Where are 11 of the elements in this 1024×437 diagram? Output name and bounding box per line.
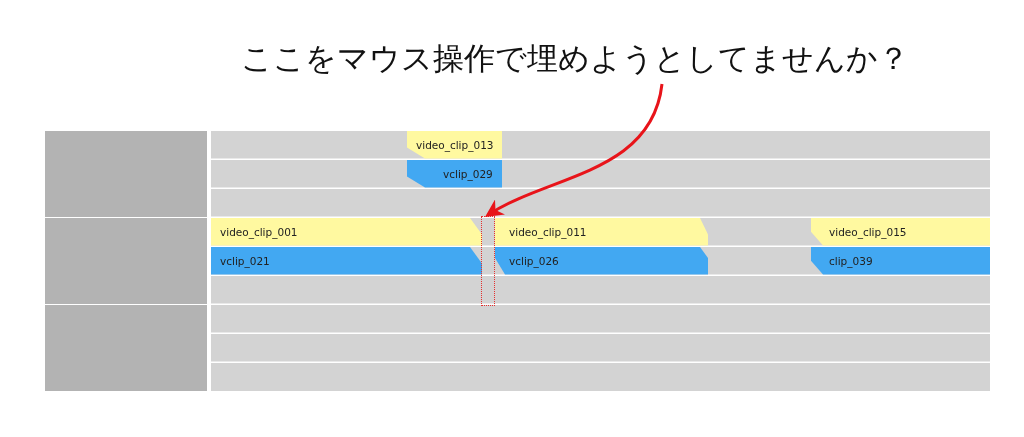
clip-bar: vclip_021 <box>211 247 482 275</box>
clip-bar: vclip_029 <box>407 160 502 188</box>
clip-bar: clip_039 <box>811 247 990 275</box>
clip-bar: video_clip_011 <box>495 218 708 246</box>
clip-bar: video_clip_015 <box>811 218 990 246</box>
clip-bar: video_clip_013 <box>407 131 502 159</box>
gap-marker <box>481 216 495 306</box>
callout-text: ここをマウス操作で埋めようとしてませんか？ <box>150 38 1000 82</box>
clip-bar: vclip_026 <box>495 247 708 275</box>
arrow <box>484 83 664 217</box>
clip-bar: video_clip_001 <box>211 218 482 246</box>
